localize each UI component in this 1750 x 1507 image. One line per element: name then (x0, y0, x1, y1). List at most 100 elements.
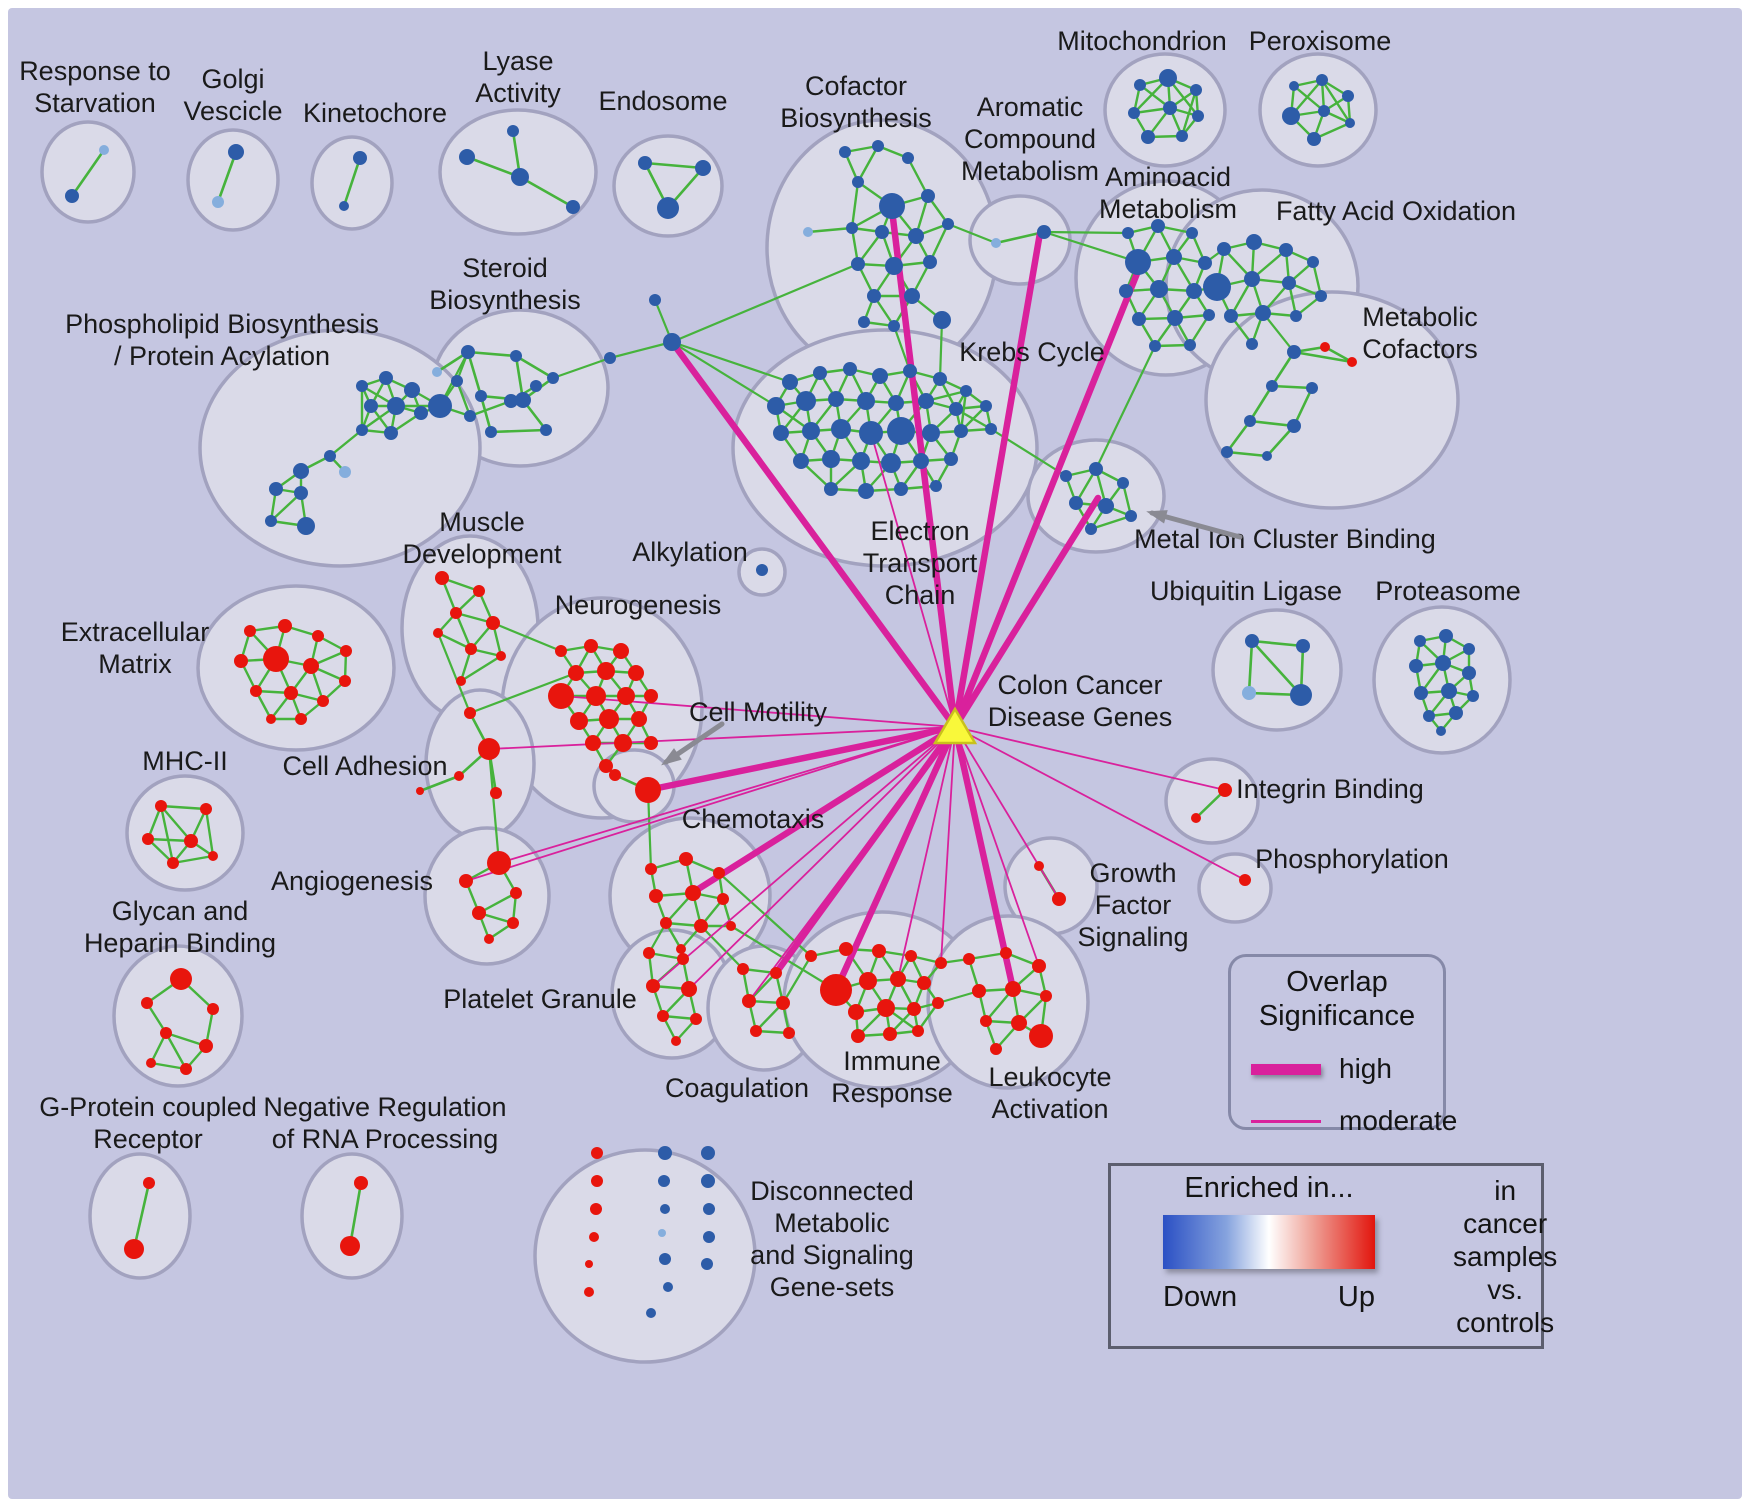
gene-set-node (701, 1258, 713, 1270)
cell-motility-pointer-head (661, 748, 682, 766)
gene-set-edge (1248, 384, 1274, 423)
gene-set-node (713, 867, 725, 879)
enriched-legend-title: Enriched in... (1184, 1172, 1354, 1204)
colon-cancer-disease-genes-triangle (932, 706, 978, 745)
gene-set-node (294, 486, 308, 500)
label-mhc-ii: MHC-II (142, 746, 227, 776)
gene-set-edge (328, 428, 364, 458)
cluster-golgi-vescicle (186, 128, 280, 232)
gene-set-node (591, 1175, 603, 1187)
gene-set-node (208, 851, 218, 861)
overlap-edge-moderate (940, 726, 956, 964)
gene-set-node (356, 380, 368, 392)
metal-ion-pointer-head (1146, 510, 1168, 524)
gene-set-node (484, 934, 494, 944)
gene-set-node (1262, 451, 1272, 461)
metal-ion-pointer (1149, 510, 1243, 540)
gene-set-node (635, 777, 661, 803)
label-metal-ion-cluster-binding: Metal Ion Cluster Binding (1134, 524, 1436, 554)
gene-set-node (663, 333, 681, 351)
gene-set-node (796, 391, 816, 411)
gene-set-edge (70, 148, 106, 198)
gene-set-node (1290, 684, 1312, 706)
gene-set-node (701, 1174, 715, 1188)
gene-set-edge (489, 428, 548, 434)
gene-set-node (180, 1063, 192, 1075)
gene-set-node (872, 944, 886, 958)
label-muscle-development: Development (402, 539, 562, 569)
layer-magenta (465, 206, 1246, 1002)
gene-set-node (1184, 339, 1196, 351)
gene-set-node (1098, 498, 1114, 514)
gene-set-edge (454, 611, 473, 651)
gene-set-node (384, 426, 398, 440)
gene-set-node (504, 394, 518, 408)
overlap-edge-moderate (954, 726, 1226, 791)
label-growth-factor-signaling: Signaling (1077, 922, 1188, 952)
label-glycan-heparin-binding: Glycan and (112, 896, 249, 926)
gene-set-node (918, 393, 934, 409)
gene-set-node (875, 225, 889, 239)
gene-set-node (980, 1015, 992, 1027)
inter-cluster-edge (699, 924, 745, 971)
gene-set-node (1436, 726, 1446, 736)
gene-set-node (1132, 312, 1146, 326)
gene-set-edge (477, 891, 518, 915)
cluster-endosome (612, 134, 724, 238)
label-electron-transport-chain: Chain (885, 580, 956, 610)
gene-set-node (1203, 309, 1215, 321)
gene-set-node (1423, 710, 1435, 722)
gene-set-node (770, 967, 782, 979)
gene-set-node (617, 687, 635, 705)
gene-set-node (1166, 249, 1182, 265)
gene-set-node (822, 450, 840, 468)
gene-set-node (1316, 74, 1328, 86)
gene-set-node (613, 643, 629, 659)
gene-set-node (991, 238, 1001, 248)
gene-set-node (1221, 446, 1233, 458)
gene-set-edge (466, 350, 518, 358)
gene-set-node (340, 1236, 360, 1256)
gene-set-edge (906, 156, 930, 198)
gene-set-node (1307, 256, 1319, 268)
label-aromatic-compound-metabolism: Metabolism (961, 156, 1099, 186)
gene-set-node (852, 452, 870, 470)
inter-cluster-edge (670, 340, 778, 408)
gene-set-node (676, 944, 686, 954)
gene-set-node (490, 787, 502, 799)
label-extracellular-matrix: Extracellular (61, 617, 210, 647)
gene-set-node (1282, 276, 1296, 290)
label-golgi-vescicle: Vescicle (183, 96, 282, 126)
cluster-glycan-heparin-binding (112, 944, 244, 1088)
gene-set-node (1000, 947, 1012, 959)
layer-nodes (65, 69, 1479, 1318)
gene-set-node (511, 168, 529, 186)
gene-set-edge (1247, 639, 1254, 695)
gene-set-node (472, 906, 486, 920)
label-negative-regulation-of-rna-processing: Negative Regulation (263, 1092, 506, 1122)
gene-set-node (547, 372, 559, 384)
gene-set-node (250, 685, 262, 697)
inter-cluster-edge (551, 356, 612, 380)
label-chemotaxis: Chemotaxis (682, 804, 825, 834)
gene-set-node (265, 515, 277, 527)
label-lyase-activity: Lyase (482, 46, 553, 76)
overlap-edge-high (951, 723, 1017, 993)
gene-set-node (985, 423, 997, 435)
enriched-legend-note: in cancer samples vs. controls (1453, 1174, 1558, 1338)
gene-set-node (317, 695, 329, 707)
gene-set-edge (994, 230, 1046, 245)
overlap-edge-moderate (488, 726, 956, 750)
gene-set-node (1125, 249, 1151, 275)
gene-set-node (1315, 290, 1327, 302)
gene-set-node (507, 917, 519, 929)
label-phosphorylation: Phosphorylation (1255, 844, 1449, 874)
gene-set-node (846, 222, 858, 234)
gene-set-edge (1292, 350, 1354, 364)
label-endosome: Endosome (598, 86, 727, 116)
gene-set-node (160, 1027, 172, 1039)
gene-set-node (960, 385, 972, 397)
gene-set-node (585, 735, 601, 751)
